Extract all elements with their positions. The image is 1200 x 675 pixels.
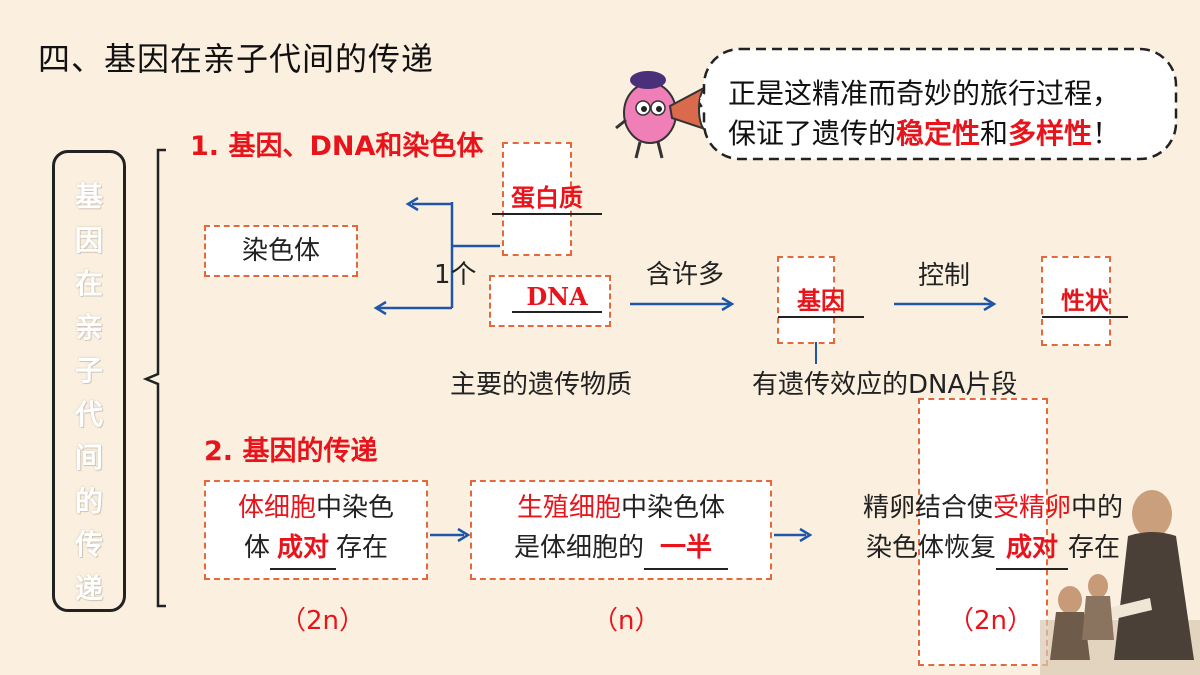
section1-heading: 1. 基因、DNA和染色体 (190, 131, 484, 162)
count-2n-somatic: （2n） (280, 606, 366, 636)
side-label: 基 因 在 亲 子 代 间 的 传 递 (74, 180, 103, 605)
germ-cell-text: 生殖细胞中染色体 是体细胞的一半 (470, 488, 772, 570)
side-label-box: 基 因 在 亲 子 代 间 的 传 递 (52, 150, 126, 612)
count-n-germ: （n） (592, 606, 661, 636)
somatic-cell-box (204, 480, 428, 580)
protein-blank: 蛋白质 (492, 178, 602, 215)
scholar-illustration-icon (1040, 490, 1200, 675)
control-label: 控制 (918, 261, 971, 291)
brace-icon (142, 148, 166, 608)
chromosome-label: 染色体 (241, 236, 320, 266)
section2-heading: 2. 基因的传递 (204, 436, 378, 467)
arrow-right-icon (630, 296, 735, 312)
bubble-text: 正是这精准而奇妙的旅行过程， 保证了遗传的稳定性和多样性！ (728, 77, 1121, 150)
one-label: 1个 (434, 260, 477, 290)
dna-blank: DNA (512, 282, 602, 313)
dna-note: 主要的遗传物质 (450, 370, 633, 400)
arrow-right-icon (894, 296, 997, 312)
connector-lines (373, 196, 500, 316)
fertilized-egg-box (918, 398, 1048, 666)
somatic-cell-text: 体细胞中染色 体成对存在 (204, 488, 428, 570)
gene-blank: 基因 (778, 281, 864, 318)
contains-many-label: 含许多 (646, 260, 725, 290)
page-title: 四、基因在亲子代间的传递 (38, 40, 435, 78)
trait-blank: 性状 (1042, 281, 1128, 318)
gene-note: 有遗传效应的DNA片段 (752, 370, 1018, 400)
germ-cell-box (470, 480, 772, 580)
arrow-right-icon (430, 527, 471, 543)
fertilized-egg-text: 精卵结合使受精卵中的 染色体恢复成对存在 (818, 488, 1168, 570)
protein-box (502, 142, 572, 256)
count-2n-zygote: （2n） (948, 606, 1034, 636)
gene-box (777, 256, 835, 344)
chromosome-box (204, 225, 358, 277)
trait-box (1041, 256, 1111, 346)
gene-note-line (815, 342, 817, 364)
speech-bubble (700, 47, 1178, 161)
dna-box (489, 275, 611, 327)
arrow-right-icon (774, 527, 813, 543)
